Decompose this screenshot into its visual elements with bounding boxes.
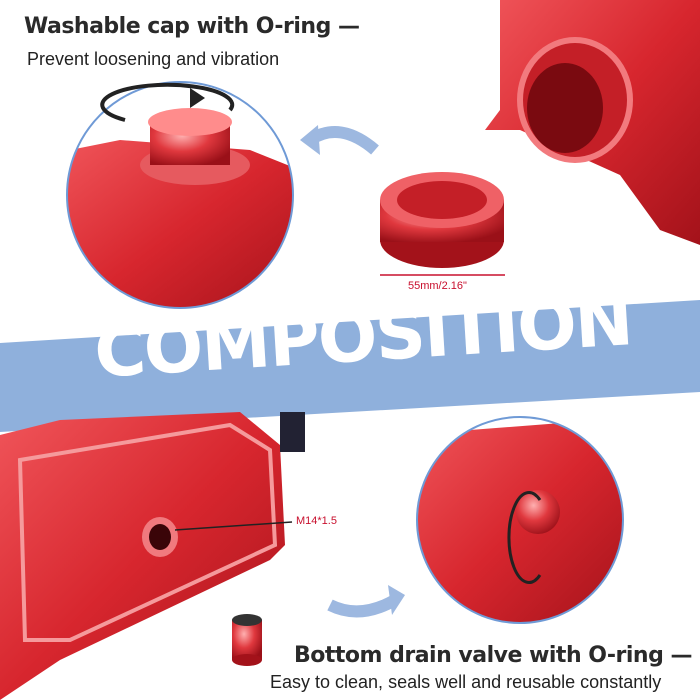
tank-neck-closeup: [485, 0, 700, 245]
drain-valve-detail-circle: [416, 416, 624, 624]
top-feature-subtitle: Prevent loosening and vibration: [27, 49, 280, 69]
drain-plug-part: [232, 614, 262, 666]
bottom-feature-title: Bottom drain valve with O-ring —: [294, 643, 692, 668]
cap-dimension-label: 55mm/2.16": [408, 280, 467, 292]
curved-arrow-icon: [327, 594, 398, 618]
cap-detail-circle: [66, 81, 294, 309]
cap-part: [380, 172, 504, 268]
composition-banner: [0, 300, 700, 432]
rotate-arrow-icon: [507, 491, 542, 584]
thread-pointer-line: [174, 521, 293, 531]
port-thread-label: M14*1.5: [296, 515, 337, 527]
rotate-arrow-icon: [100, 82, 235, 122]
bottom-feature-subtitle: Easy to clean, seals well and reusable c…: [270, 672, 662, 692]
tank-side-view: [0, 412, 305, 700]
top-feature-title: Washable cap with O-ring —: [24, 14, 360, 39]
curved-arrow-icon: [306, 126, 379, 155]
